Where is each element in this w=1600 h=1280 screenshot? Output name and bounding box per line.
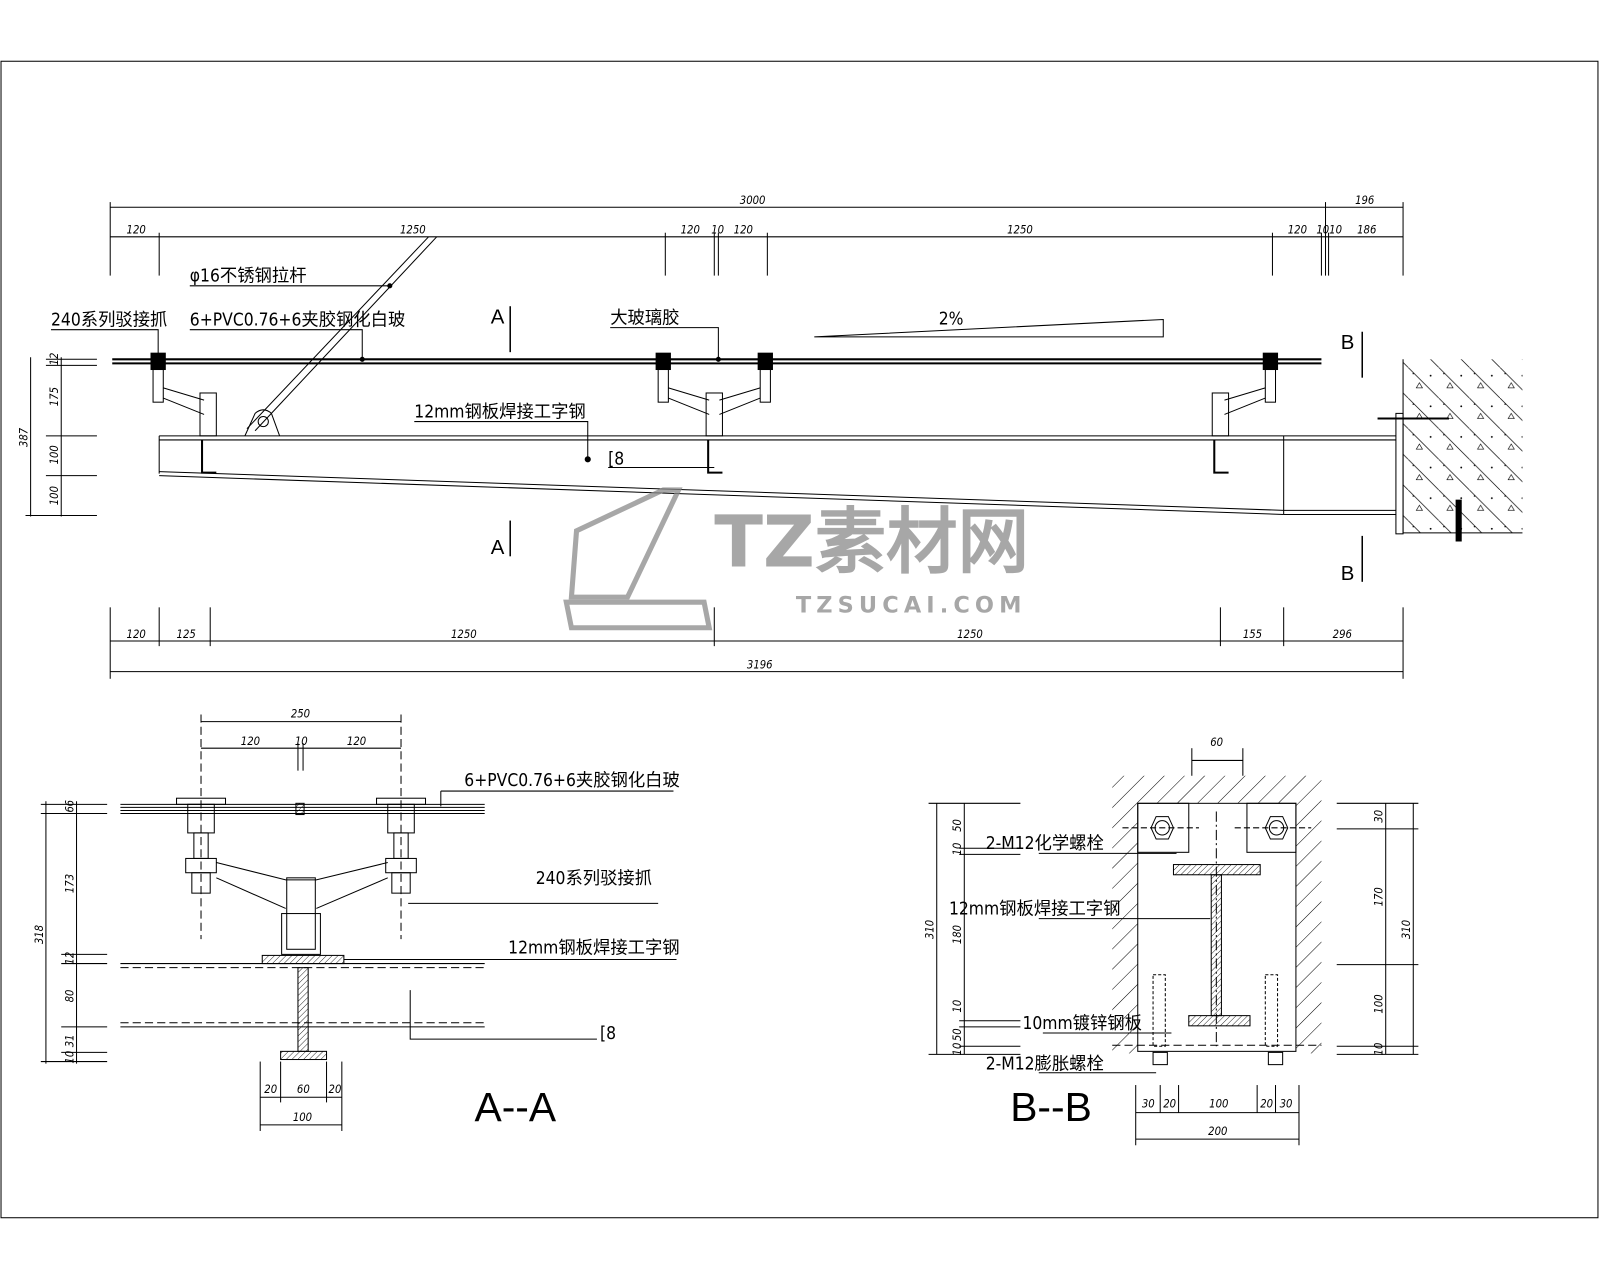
- dim-label: 296: [1333, 628, 1352, 641]
- dim-label: 12: [63, 952, 76, 965]
- watermark-name: TZ素材网: [714, 500, 1029, 583]
- dim-label: 310: [1400, 920, 1413, 939]
- section-mark-b: B: [1341, 332, 1355, 354]
- dim-label: 1010: [1316, 224, 1342, 237]
- dim-label: 30: [1373, 810, 1386, 823]
- dim-label: 30: [1142, 1097, 1155, 1110]
- dim-label: 170: [1373, 887, 1386, 906]
- claw-label: 240系列驳接抓: [51, 311, 167, 331]
- dim-label: 20: [1163, 1097, 1176, 1110]
- section-b-b: [928, 748, 1419, 1146]
- dim-label: 387: [18, 427, 31, 447]
- dim-label: 3000: [740, 194, 766, 207]
- elevation-texts: 3000 196 120 1250 120 10 120 1250 120 10…: [18, 194, 1377, 671]
- dim-label: 30: [1280, 1097, 1293, 1110]
- dim-label: 3196: [747, 659, 773, 672]
- plate-label: 10mm镀锌钢板: [1022, 1014, 1142, 1034]
- dim-label: 120: [347, 735, 366, 748]
- dim-label: 10: [951, 843, 964, 856]
- dim-label: 120: [681, 224, 700, 237]
- channel-label: [8: [600, 1024, 616, 1044]
- dim-label: 250: [291, 708, 310, 721]
- dim-label: 80: [63, 990, 76, 1003]
- dim-label: 10: [63, 1051, 76, 1064]
- sealant-label: 大玻璃胶: [610, 309, 679, 329]
- dim-label: 120: [241, 735, 260, 748]
- dim-label: 173: [63, 874, 76, 893]
- section-mark-a: A: [491, 537, 505, 559]
- beam-label: 12mm钢板焊接工字钢: [949, 900, 1120, 920]
- beam-label: 12mm钢板焊接工字钢: [414, 402, 585, 422]
- exp-bolt-label: 2-M12膨胀螺栓: [986, 1055, 1104, 1075]
- dim-label: 100: [48, 445, 61, 464]
- sheet-border: [0, 60, 1599, 1219]
- dim-label: 125: [177, 628, 196, 641]
- dim-label: 10: [295, 735, 308, 748]
- section-mark-a: A: [491, 307, 505, 329]
- concrete-wall: [1403, 359, 1523, 533]
- dim-label: 180: [951, 925, 964, 944]
- section-a-a-texts: 250 120 10 120 6 6 173 318 12 80 31 10 2…: [33, 708, 680, 1130]
- section-b-b-texts: 60 50 10 180 10 50 10 310 30 170 100 10 …: [924, 736, 1414, 1138]
- dim-label: 6: [63, 800, 76, 806]
- dim-label: 12: [48, 353, 61, 366]
- dim-label: 310: [924, 920, 937, 939]
- dim-label: 1250: [957, 628, 983, 641]
- slope-label: 2%: [939, 310, 964, 330]
- dim-label: 1250: [451, 628, 477, 641]
- dim-label: 50: [951, 1028, 964, 1041]
- dim-label: 6: [63, 806, 76, 812]
- section-a-a: [40, 714, 677, 1131]
- dim-label: 50: [951, 819, 964, 832]
- dim-label: 155: [1243, 628, 1262, 641]
- chem-bolt-label: 2-M12化学螺栓: [986, 834, 1104, 854]
- glass-label: 6+PVC0.76+6夹胶钢化白玻: [190, 311, 406, 331]
- watermark: TZ素材网 TZSUCAI.COM: [563, 487, 1029, 631]
- dim-label: 10: [1373, 1043, 1386, 1056]
- section-title: A--A: [474, 1084, 556, 1130]
- spider-fittings: [150, 352, 1279, 474]
- dim-label: 200: [1208, 1125, 1227, 1138]
- dim-label: 100: [1209, 1097, 1228, 1110]
- watermark-url: TZSUCAI.COM: [796, 592, 1027, 618]
- dim-label: 120: [734, 224, 753, 237]
- dim-label: 31: [63, 1034, 76, 1047]
- dim-label: 1250: [1007, 224, 1033, 237]
- dim-label: 120: [127, 628, 146, 641]
- dim-label: 175: [48, 387, 61, 406]
- channel-label: [8: [608, 449, 624, 469]
- dim-label: 120: [1288, 224, 1307, 237]
- dim-label: 60: [297, 1083, 310, 1096]
- dim-label: 20: [1260, 1097, 1273, 1110]
- dim-label: 120: [127, 224, 146, 237]
- dim-label: 10: [951, 1000, 964, 1013]
- tie-rod-label: φ16不锈钢拉杆: [190, 267, 307, 287]
- claw-label: 240系列驳接抓: [536, 869, 652, 889]
- dim-label: 196: [1355, 194, 1374, 207]
- glass-label: 6+PVC0.76+6夹胶钢化白玻: [464, 771, 680, 791]
- dim-label: 20: [329, 1083, 342, 1096]
- dim-label: 100: [293, 1111, 312, 1124]
- dim-label: 10: [711, 224, 724, 237]
- beam-label: 12mm钢板焊接工字钢: [508, 938, 679, 958]
- dim-label: 20: [264, 1083, 277, 1096]
- section-title: B--B: [1010, 1084, 1092, 1130]
- watermark-logo-icon: [563, 487, 713, 631]
- dim-label: 100: [48, 486, 61, 505]
- dim-label: 100: [1373, 994, 1386, 1013]
- dim-label: 318: [33, 925, 46, 944]
- dim-label: 60: [1210, 736, 1223, 749]
- section-mark-b: B: [1341, 563, 1355, 585]
- dim-label: 10: [951, 1043, 964, 1056]
- dim-label: 1250: [400, 224, 426, 237]
- elevation-view: [25, 202, 1523, 679]
- dim-label: 186: [1357, 224, 1376, 237]
